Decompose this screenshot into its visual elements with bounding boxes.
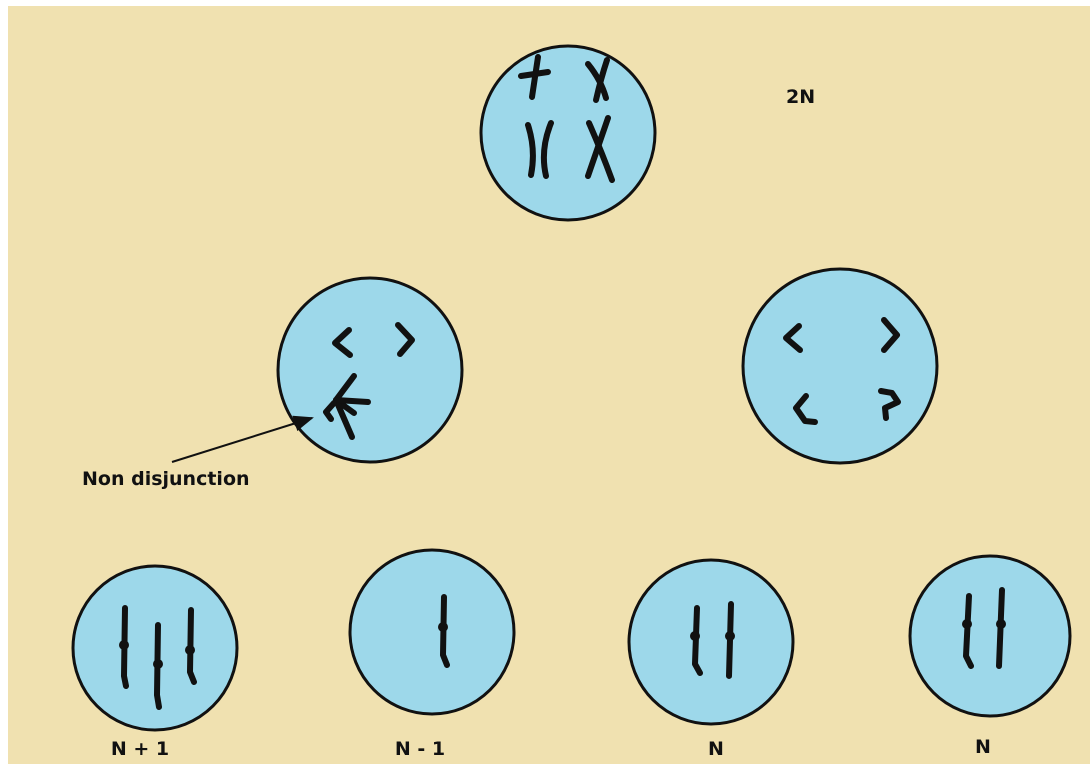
- nondisjunction-arrow: [171, 415, 314, 463]
- daughter-cell-1: [71, 564, 239, 732]
- daughter-cell-2-membrane: [348, 548, 516, 716]
- chromosome: [585, 57, 610, 103]
- daughter-cell-3-membrane: [627, 558, 795, 726]
- chromosome: [793, 393, 818, 425]
- nondisjunction-chromosome: [323, 373, 371, 440]
- chromosome: [996, 587, 1006, 669]
- daughter-4-label: N: [975, 736, 991, 758]
- daughter-cell-3: [627, 558, 795, 726]
- chromosome: [525, 120, 554, 179]
- meiosis1-left-membrane: [276, 276, 464, 464]
- chromosome: [783, 323, 803, 353]
- chromosome: [395, 322, 415, 357]
- meiosis1-right-cell: [741, 267, 939, 465]
- daughter-cell-4: [908, 554, 1072, 718]
- chromosome: [153, 622, 163, 710]
- chromosome: [438, 594, 450, 668]
- chromosome: [690, 605, 703, 676]
- chromosome: [878, 388, 901, 421]
- parent-cell: [479, 44, 657, 222]
- chromosome: [185, 607, 197, 685]
- chromosome: [585, 115, 615, 183]
- chromosome: [332, 327, 353, 358]
- chromosome: [518, 54, 551, 100]
- chromosome: [119, 605, 129, 689]
- daughter-3-label: N: [708, 738, 724, 760]
- daughter-1-label: N + 1: [110, 738, 170, 760]
- nondisjunction-label: Non disjunction: [82, 468, 250, 490]
- daughter-cell-4-membrane: [908, 554, 1072, 718]
- parent-ploidy-label: 2N: [786, 86, 816, 108]
- meiosis1-left-cell: [276, 276, 464, 464]
- chromosome: [725, 601, 735, 679]
- parent-cell-membrane: [479, 44, 657, 222]
- meiosis1-right-membrane: [741, 267, 939, 465]
- chromosome: [881, 317, 900, 353]
- chromosome: [962, 593, 974, 669]
- daughter-cell-2: [348, 548, 516, 716]
- daughter-2-label: N - 1: [394, 738, 446, 760]
